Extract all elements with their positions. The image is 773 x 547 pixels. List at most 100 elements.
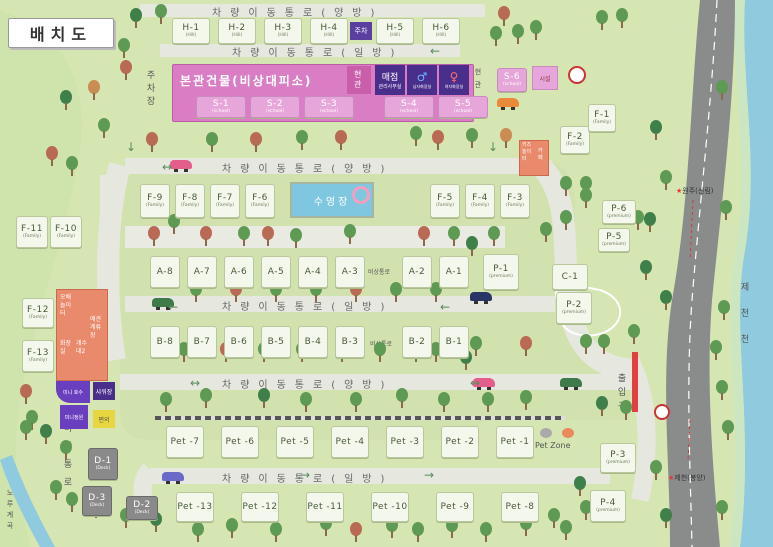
wonju-label: ★원주(신림) <box>676 186 714 196</box>
tree-trunk <box>665 303 667 310</box>
site-s-2[interactable]: S-2(school) <box>250 96 300 118</box>
site-a-8[interactable]: A-8 <box>150 256 180 288</box>
tree-icon <box>650 460 662 480</box>
site-pet-bottom-12[interactable]: Pet -12 <box>241 492 279 522</box>
road-label-lower-two-way: 차량이동통로(양방) <box>222 380 394 391</box>
site-a-7[interactable]: A-7 <box>187 256 217 288</box>
site-f-6[interactable]: F-6(Family) <box>245 184 275 218</box>
site-a-2[interactable]: A-2 <box>402 256 432 288</box>
site-b-4[interactable]: B-4 <box>298 326 328 358</box>
site-f-12[interactable]: F-12(Family) <box>22 298 54 328</box>
site-p-2[interactable]: P-2(premium) <box>556 292 592 324</box>
site-f-9[interactable]: F-9(Family) <box>140 184 170 218</box>
site-d-1[interactable]: D-1(Deck) <box>88 448 118 480</box>
tree-crown <box>470 336 482 350</box>
tree-crown <box>716 380 728 394</box>
store[interactable]: 매점 관리사무실 <box>375 65 405 95</box>
site-p-5[interactable]: P-5(premium) <box>598 228 630 252</box>
site-f-11[interactable]: F-11(Family) <box>16 216 48 248</box>
tree-icon <box>520 336 532 356</box>
site-d-3[interactable]: D-3(Deck) <box>82 486 112 516</box>
toilet-men[interactable]: ♂ 남자화장실 <box>407 65 437 95</box>
site-f-1[interactable]: F-1(Family) <box>588 104 616 132</box>
site-b-5[interactable]: B-5 <box>261 326 291 358</box>
site-pet-bottom-10[interactable]: Pet -10 <box>371 492 409 522</box>
site-p-3[interactable]: P-3(premium) <box>600 443 636 473</box>
car-pink-lower <box>473 378 495 390</box>
site-pet-top-2[interactable]: Pet -2 <box>441 426 479 458</box>
site-h-4[interactable]: H-4(Hill) <box>310 18 348 44</box>
site-f-10[interactable]: F-10(Family) <box>50 216 82 248</box>
site-b-2[interactable]: B-2 <box>402 326 432 358</box>
site-p-4[interactable]: P-4(premium) <box>590 490 626 522</box>
tree-trunk <box>495 39 497 46</box>
site-p-1[interactable]: P-1(premium) <box>483 254 519 290</box>
facility-block-left <box>56 289 108 381</box>
tree-trunk <box>301 355 303 362</box>
tree-icon <box>498 6 510 26</box>
tree-icon <box>296 130 308 150</box>
site-d-2[interactable]: D-2(Deck) <box>126 496 158 520</box>
tree-crown <box>580 500 592 514</box>
site-f-3[interactable]: F-3(Family) <box>500 184 530 218</box>
site-pet-top-4[interactable]: Pet -4 <box>331 426 369 458</box>
tree-icon <box>20 384 32 404</box>
site-pet-top-3[interactable]: Pet -3 <box>386 426 424 458</box>
site-f-5[interactable]: F-5(Family) <box>430 184 460 218</box>
pet-zone-label: Pet Zone <box>535 441 571 450</box>
site-f-2[interactable]: F-2(Family) <box>560 126 590 154</box>
tree-trunk <box>25 433 27 440</box>
site-pet-bottom-9[interactable]: Pet -9 <box>436 492 474 522</box>
emergency-path-a: 비상통로 <box>368 269 391 276</box>
tree-icon <box>540 222 552 242</box>
site-pet-top-6[interactable]: Pet -6 <box>221 426 259 458</box>
site-f-8[interactable]: F-8(Family) <box>175 184 205 218</box>
site-b-6[interactable]: B-6 <box>224 326 254 358</box>
site-pet-top-5[interactable]: Pet -5 <box>276 426 314 458</box>
tree-icon <box>466 128 478 148</box>
site-s-1[interactable]: S-1(school) <box>196 96 246 118</box>
site-h-6[interactable]: H-6(Hill) <box>422 18 460 44</box>
site-pet-top-1[interactable]: Pet -1 <box>496 426 534 458</box>
site-f-7[interactable]: F-7(Family) <box>210 184 240 218</box>
site-f-4[interactable]: F-4(Family) <box>465 184 495 218</box>
site-a-6[interactable]: A-6 <box>224 256 254 288</box>
site-h-5[interactable]: H-5(Hill) <box>376 18 414 44</box>
site-pet-bottom-13[interactable]: Pet -13 <box>176 492 214 522</box>
site-pet-top-7[interactable]: Pet -7 <box>166 426 204 458</box>
site-f-9-code: F-9 <box>147 193 163 203</box>
site-b-1[interactable]: B-1 <box>439 326 469 358</box>
site-f-13[interactable]: F-13(Family) <box>22 340 54 372</box>
site-c-1[interactable]: C-1 <box>552 264 588 290</box>
site-s-4[interactable]: S-4(school) <box>384 96 434 118</box>
site-h-2[interactable]: H-2(Hill) <box>218 18 256 44</box>
site-f-3-sub: (Family) <box>506 203 524 208</box>
tree-icon <box>512 24 524 44</box>
site-h-3[interactable]: H-3(Hill) <box>264 18 302 44</box>
site-a-4[interactable]: A-4 <box>298 256 328 288</box>
site-p-2-code: P-2 <box>566 300 582 310</box>
tree-crown <box>482 392 494 406</box>
site-p-5-code: P-5 <box>606 232 622 242</box>
site-b-3[interactable]: B-3 <box>335 326 365 358</box>
site-p-6[interactable]: P-6(premium) <box>602 200 636 224</box>
site-b-8[interactable]: B-8 <box>150 326 180 358</box>
site-s-3[interactable]: S-3(school) <box>304 96 354 118</box>
site-h-1[interactable]: H-1(Hill) <box>172 18 210 44</box>
tree-icon <box>396 388 408 408</box>
site-pet-bottom-8[interactable]: Pet -8 <box>501 492 539 522</box>
toilet-women[interactable]: ♀ 여자화장실 <box>439 65 469 95</box>
site-s-6[interactable]: S-6(school) <box>497 68 527 92</box>
site-s-5[interactable]: S-5(school) <box>438 96 488 118</box>
tree-crown <box>350 522 362 536</box>
site-a-1[interactable]: A-1 <box>439 256 469 288</box>
site-a-3[interactable]: A-3 <box>335 256 365 288</box>
arrow-icon-5: ↔ <box>190 376 201 390</box>
site-b-7[interactable]: B-7 <box>187 326 217 358</box>
tree-icon <box>130 8 142 28</box>
tree-trunk <box>93 93 95 100</box>
site-pet-bottom-11[interactable]: Pet -11 <box>306 492 344 522</box>
main-entrance-text: 현관 <box>354 70 362 89</box>
tree-crown <box>46 146 58 160</box>
site-a-5[interactable]: A-5 <box>261 256 291 288</box>
